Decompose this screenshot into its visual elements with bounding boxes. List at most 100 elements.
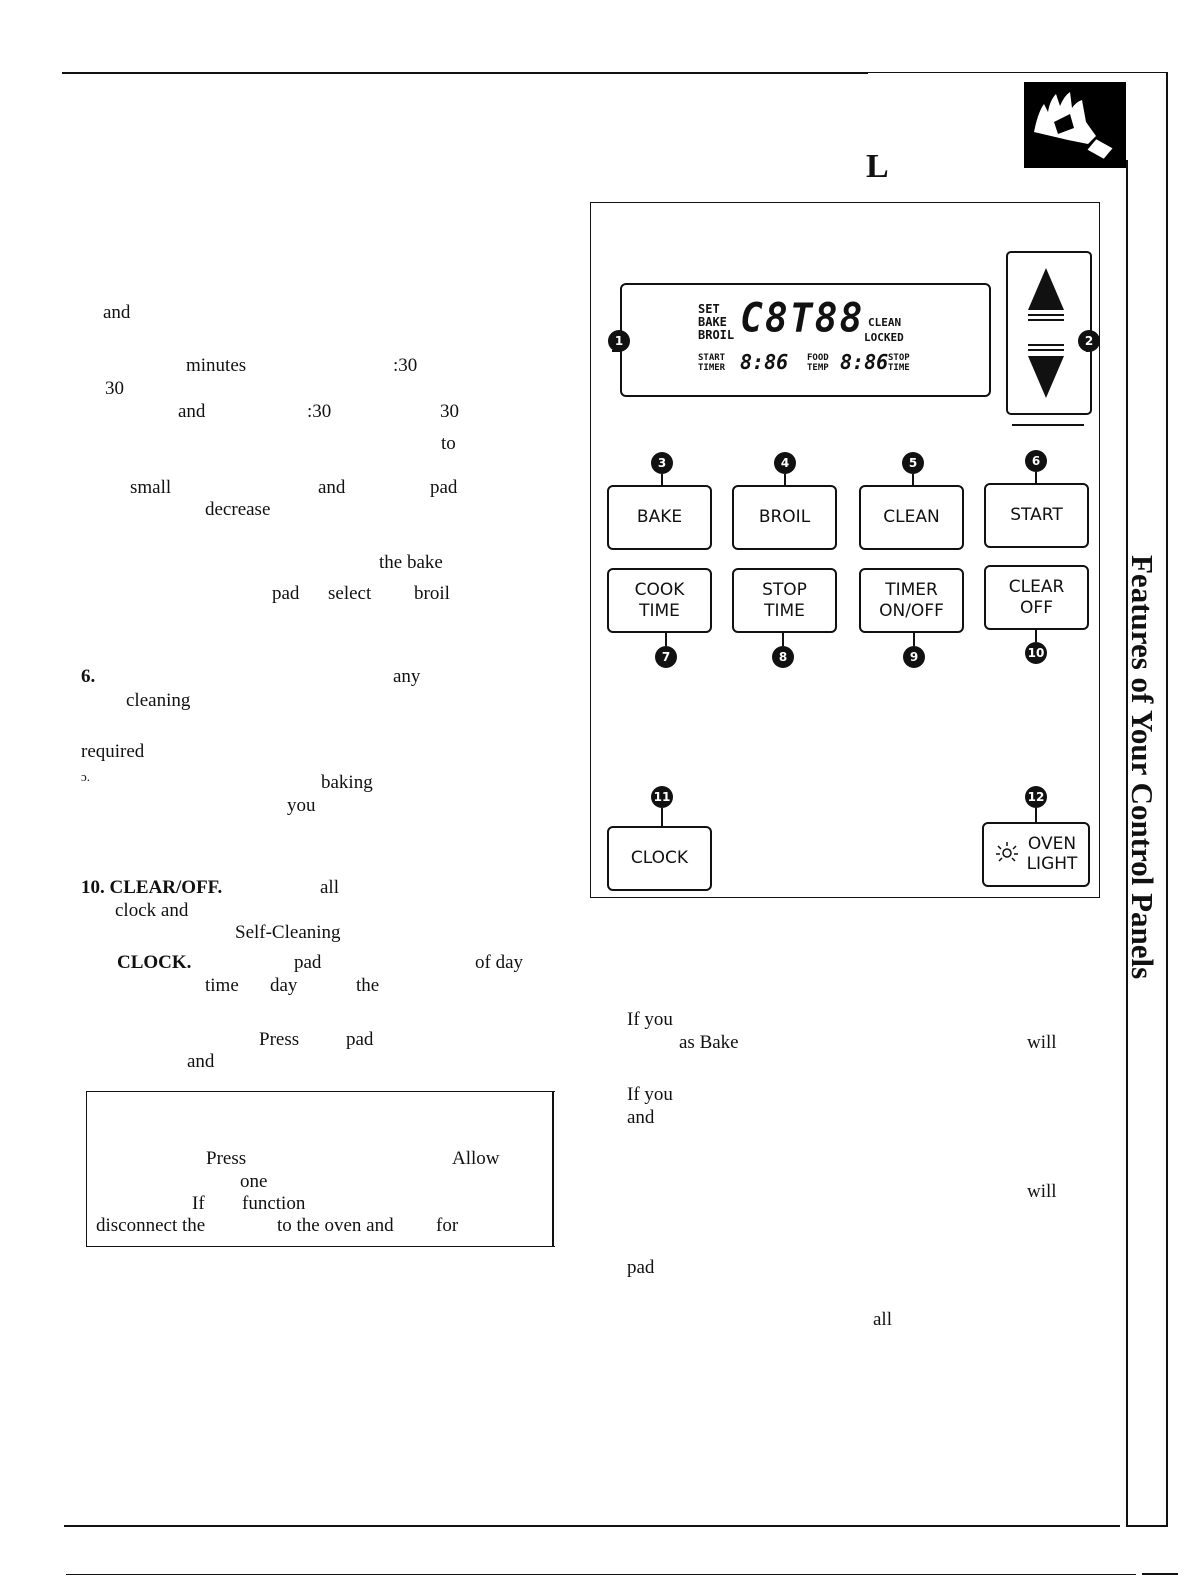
text-fragment: pad <box>346 1029 374 1050</box>
text-fragment: pad <box>627 1257 655 1278</box>
text-fragment: pad <box>294 952 322 973</box>
text-fragment: broil <box>414 583 450 604</box>
increase-arrow-button[interactable] <box>1024 266 1068 324</box>
callout-stem <box>661 808 663 826</box>
footer-rule <box>66 1574 1136 1575</box>
callout-stem <box>661 474 663 486</box>
callout-stem <box>782 630 784 646</box>
note-text-fragment: Allow <box>452 1148 500 1169</box>
stop-time-button[interactable]: STOP TIME <box>732 568 837 633</box>
text-fragment: the <box>356 975 380 996</box>
right-border-outer <box>1166 72 1168 1527</box>
text-fragment: to <box>441 433 456 454</box>
clock-button[interactable]: CLOCK <box>607 826 712 891</box>
side-section-title: Features of Your Control Panels <box>1125 555 1162 1045</box>
display-stop-label: STOP <box>888 353 910 363</box>
down-arrow-icon <box>1028 344 1064 398</box>
text-fragment: cleaning <box>126 690 191 711</box>
cook-time-button[interactable]: COOK TIME <box>607 568 712 633</box>
top-rule <box>62 72 868 74</box>
display-main-digits: C8T88 <box>740 294 865 342</box>
text-fragment: small <box>130 477 172 498</box>
text-fragment: 10. CLEAR/OFF. <box>81 877 223 898</box>
text-fragment: will <box>1027 1181 1057 1202</box>
timer-label-line1: TIMER <box>885 580 938 601</box>
display-start-label: START <box>698 353 726 363</box>
text-fragment: day <box>270 975 298 996</box>
text-fragment: pad <box>430 477 458 498</box>
timer-on-off-button[interactable]: TIMER ON/OFF <box>859 568 964 633</box>
callout-stem <box>665 630 667 646</box>
display-time-label: TIME <box>888 363 910 373</box>
broil-button[interactable]: BROIL <box>732 485 837 550</box>
arrow-pads-underline <box>1012 424 1084 426</box>
clear-off-button[interactable]: CLEAR OFF <box>984 565 1089 630</box>
clean-button-label: CLEAN <box>883 507 940 528</box>
cook-time-label-line2: TIME <box>639 600 680 621</box>
callout-number: 7 <box>655 646 677 668</box>
text-fragment: 30 <box>440 401 459 422</box>
bottom-rule <box>64 1525 1120 1527</box>
text-fragment: CLOCK. <box>117 952 192 973</box>
note-text-fragment: to the oven and <box>277 1215 394 1236</box>
text-fragment: 6. <box>81 666 96 687</box>
start-button[interactable]: START <box>984 483 1089 548</box>
callout-number: 2 <box>1078 330 1100 352</box>
text-fragment: all <box>320 877 339 898</box>
footer-dash <box>1142 1573 1178 1575</box>
callout-stem <box>1035 626 1037 642</box>
text-fragment: clock and <box>115 900 189 921</box>
text-fragment: :30 <box>307 401 332 422</box>
callout-number: 11 <box>651 786 673 808</box>
broil-button-label: BROIL <box>758 507 811 528</box>
note-text-fragment: function <box>242 1193 306 1214</box>
callout-number: 3 <box>651 452 673 474</box>
stop-time-label-line2: TIME <box>764 600 805 621</box>
display-start-digits: 8:86 <box>740 350 789 374</box>
text-fragment: and <box>318 477 346 498</box>
header-letter: L <box>866 148 889 185</box>
note-box <box>86 1091 555 1247</box>
cook-time-label-line1: COOK <box>634 580 685 601</box>
callout-stem <box>912 474 914 486</box>
note-text-fragment: If <box>192 1193 205 1214</box>
display-food-label: FOOD <box>807 353 829 363</box>
display-mode-bake: BAKE <box>698 315 727 329</box>
text-fragment: 30 <box>105 378 124 399</box>
text-fragment: and <box>103 302 131 323</box>
callout-number: 8 <box>772 646 794 668</box>
clear-label-line2: OFF <box>1020 597 1053 618</box>
decrease-arrow-button[interactable] <box>1024 342 1068 402</box>
text-fragment: required <box>81 741 145 762</box>
side-title-text: Features of Your Control Panels <box>1125 555 1160 980</box>
callout-stem <box>1035 472 1037 484</box>
text-fragment: decrease <box>205 499 271 520</box>
display-mode-set: SET <box>698 302 720 316</box>
callout-number: 12 <box>1025 786 1047 808</box>
callout-number: 10 <box>1025 642 1047 664</box>
text-fragment: minutes <box>186 355 247 376</box>
clock-button-label: CLOCK <box>630 848 689 869</box>
text-fragment: and <box>178 401 206 422</box>
clean-button[interactable]: CLEAN <box>859 485 964 550</box>
text-fragment: time <box>205 975 239 996</box>
text-fragment: of day <box>475 952 524 973</box>
light-bulb-icon <box>995 840 1019 870</box>
callout-number: 1 <box>608 330 630 352</box>
display-locked-label: LOCKED <box>864 331 904 344</box>
callout-number: 5 <box>902 452 924 474</box>
bake-button[interactable]: BAKE <box>607 485 712 550</box>
clear-label-line1: CLEAR <box>1008 577 1065 598</box>
oven-light-label-line2: LIGHT <box>1026 853 1078 874</box>
bake-button-label: BAKE <box>636 507 683 528</box>
right-border-inner <box>1126 160 1128 1525</box>
hand-pressing-button-icon <box>1024 82 1126 168</box>
bottom-rule-right <box>1126 1525 1166 1527</box>
oven-light-button[interactable]: OVEN LIGHT <box>982 822 1090 887</box>
note-text-fragment: Press <box>206 1148 247 1169</box>
note-text-fragment: one <box>240 1171 268 1192</box>
text-fragment: pad <box>272 583 300 604</box>
text-fragment: as Bake <box>679 1032 739 1053</box>
note-box-right-rule <box>552 1091 554 1246</box>
text-fragment: all <box>873 1309 892 1330</box>
